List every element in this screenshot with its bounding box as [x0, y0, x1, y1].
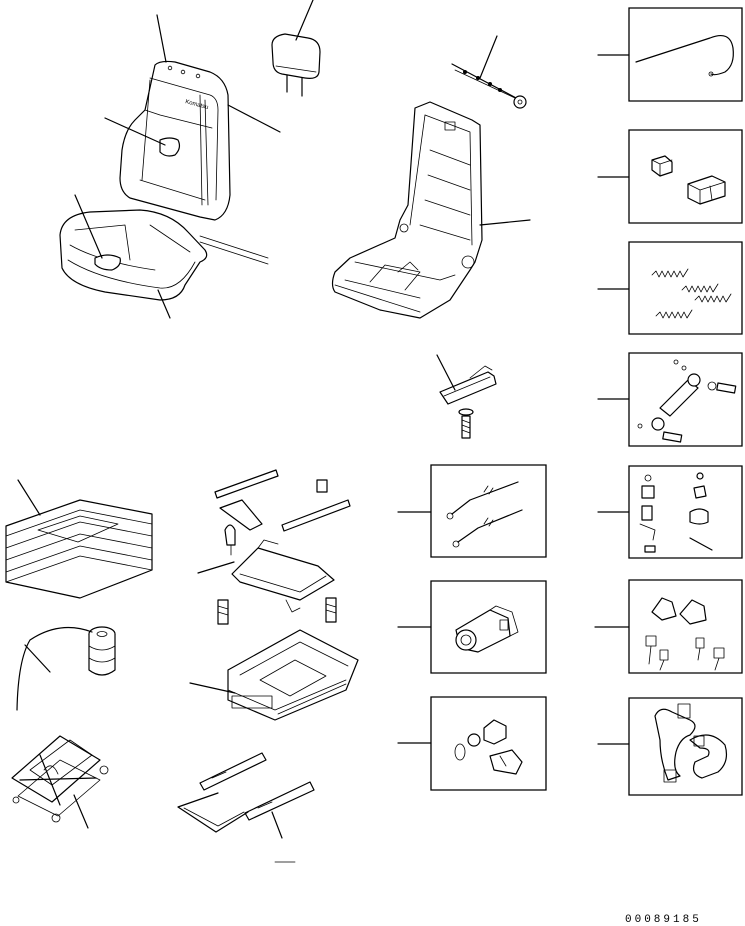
suspension-base[interactable]: [228, 630, 358, 720]
strap-kit[interactable]: [629, 698, 742, 795]
leader-compressor-left: [25, 645, 50, 672]
air-compressor-box[interactable]: [431, 581, 546, 673]
leader-rail: [272, 812, 282, 838]
cable-set[interactable]: [431, 465, 546, 557]
switch-kit[interactable]: [431, 697, 546, 790]
lever-bracket[interactable]: [440, 366, 496, 438]
leader-scissor: [74, 795, 88, 828]
leader-back-side: [228, 105, 280, 132]
leader-frame: [480, 220, 530, 225]
clip-kit[interactable]: [629, 130, 742, 223]
slide-rail-kit[interactable]: [215, 470, 350, 624]
leader-headrest: [296, 0, 313, 40]
leader-slide-rail: [198, 562, 234, 573]
scissor-suspension[interactable]: [12, 736, 108, 822]
leader-seat-back: [157, 15, 166, 62]
air-compressor[interactable]: [17, 627, 115, 710]
fitting-kit[interactable]: [629, 466, 742, 558]
wire-harness-rod[interactable]: [452, 64, 526, 108]
leader-cushion: [158, 290, 170, 318]
seat-cushion[interactable]: [60, 210, 268, 300]
shock-absorber-kit[interactable]: [629, 353, 742, 446]
rail-kit[interactable]: [178, 753, 314, 832]
seat-back-cushion[interactable]: Komatsu: [120, 61, 230, 220]
bracket-clip-kit[interactable]: [629, 580, 742, 673]
seat-frame[interactable]: [333, 102, 483, 318]
drawing-code: 00089185: [625, 914, 702, 926]
leader-cushion-badge: [75, 195, 102, 258]
leader-susp-base: [190, 683, 235, 693]
seat-logo: Komatsu: [184, 99, 208, 111]
leader-wire-rod: [480, 36, 497, 78]
headrest[interactable]: [272, 34, 320, 96]
cable-kit[interactable]: [629, 8, 742, 101]
leader-back-badge: [105, 118, 165, 145]
leader-bellows: [18, 480, 40, 515]
suspension-bellows[interactable]: [6, 500, 152, 598]
leader-lever: [437, 355, 455, 390]
spring-kit[interactable]: [629, 242, 742, 334]
